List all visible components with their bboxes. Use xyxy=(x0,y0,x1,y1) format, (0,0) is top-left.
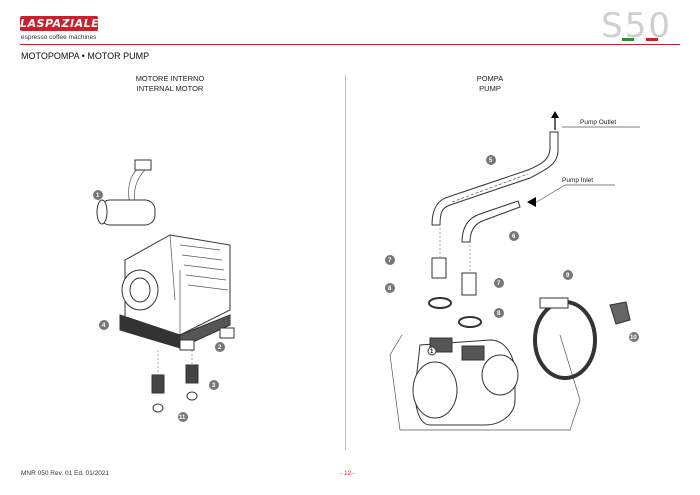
header-rule xyxy=(20,44,680,45)
outlet-hose-braid xyxy=(451,173,529,203)
callout-3: 3 xyxy=(209,380,219,390)
page-title: MOTOPOMPA • MOTOR PUMP xyxy=(21,51,150,61)
callout-2: 2 xyxy=(215,342,225,352)
callout-1: 1 xyxy=(93,190,103,200)
svg-text:7: 7 xyxy=(388,258,392,264)
svg-text:2: 2 xyxy=(218,345,222,351)
panel-divider xyxy=(345,75,346,450)
document-reference: MNR 050 Rev. 01 Ed. 01/2021 xyxy=(21,470,110,477)
callout-4: 4 xyxy=(99,320,109,330)
pump-clamp xyxy=(533,300,597,380)
rubber-foot-right xyxy=(185,364,199,384)
outlet-arrow-head xyxy=(551,111,559,118)
pump-front-face xyxy=(412,361,458,419)
motor-body-edge xyxy=(169,234,181,335)
svg-text:8: 8 xyxy=(388,286,392,292)
svg-text:9: 9 xyxy=(566,273,570,279)
pump-port-right xyxy=(461,345,485,361)
svg-text:5: 5 xyxy=(489,158,493,164)
svg-text:7: 7 xyxy=(497,281,501,287)
flag-white-stripe xyxy=(634,38,646,42)
rubber-foot-left xyxy=(151,374,165,394)
capacitor xyxy=(99,199,156,226)
callout-11: 11 xyxy=(178,412,188,422)
left-heading-it: MOTORE INTERNO xyxy=(135,74,205,83)
svg-text:1: 1 xyxy=(96,193,100,199)
mount-plate-left xyxy=(179,339,195,351)
callout-7-left: 7 xyxy=(385,255,395,265)
pump-inlet-label: Pump Inlet xyxy=(562,177,593,184)
brand-logo: LASPAZIALE xyxy=(20,16,100,31)
callout-9: 9 xyxy=(563,270,573,280)
right-panel-heading: POMPA PUMP xyxy=(440,74,540,94)
mount-plate-right xyxy=(219,327,235,339)
wire-connector xyxy=(134,159,152,171)
o-ring-right xyxy=(458,316,482,328)
internal-motor-diagram: 1 4 2 3 11 xyxy=(93,159,235,422)
pump-clamp-screw xyxy=(539,297,569,309)
nut-left xyxy=(152,403,164,413)
brand-tagline: espresso coffee machines xyxy=(21,34,97,41)
flag-red-stripe xyxy=(646,38,658,41)
pump-side-flange xyxy=(481,354,519,396)
pump-inlet-leader xyxy=(534,184,566,204)
fitting-right xyxy=(461,272,477,296)
callout-5: 5 xyxy=(486,155,496,165)
svg-text:6: 6 xyxy=(512,234,516,240)
svg-text:3: 3 xyxy=(212,383,216,389)
pump-zoom-outline xyxy=(389,334,581,431)
fitting-left xyxy=(431,257,447,279)
pump-outlet-label: Pump Outlet xyxy=(580,119,616,126)
callout-8-left: 8 xyxy=(385,283,395,293)
svg-text:10: 10 xyxy=(630,335,637,341)
capacitor-end xyxy=(96,199,108,225)
inlet-arrow-head xyxy=(527,197,536,207)
right-heading-it: POMPA xyxy=(476,74,504,83)
callout-10: 10 xyxy=(629,332,639,342)
callout-7-right: 7 xyxy=(494,278,504,288)
svg-text:1: 1 xyxy=(430,349,434,355)
flag-green-stripe xyxy=(622,38,634,41)
left-heading-en: INTERNAL MOTOR xyxy=(136,84,204,93)
pump-diagram: Pump Outlet Pump Inlet 5 6 7 7 8 8 9 10 … xyxy=(385,111,640,431)
inlet-hose xyxy=(461,200,521,243)
left-panel-heading: MOTORE INTERNO INTERNAL MOTOR xyxy=(110,74,230,94)
motor-shaft-opening xyxy=(129,277,151,303)
svg-text:11: 11 xyxy=(179,415,186,421)
nut-right xyxy=(186,391,198,401)
right-heading-en: PUMP xyxy=(479,84,501,93)
mounting-clip xyxy=(609,301,631,325)
callout-8-right: 8 xyxy=(494,308,504,318)
o-ring-left xyxy=(428,297,452,309)
svg-text:8: 8 xyxy=(497,311,501,317)
outlet-hose xyxy=(431,131,559,226)
motor-fins xyxy=(179,244,229,291)
callout-1-pump: 1 xyxy=(427,346,437,356)
callout-6: 6 xyxy=(509,231,519,241)
svg-text:4: 4 xyxy=(102,323,106,329)
page-number: - 12 - xyxy=(340,470,356,477)
